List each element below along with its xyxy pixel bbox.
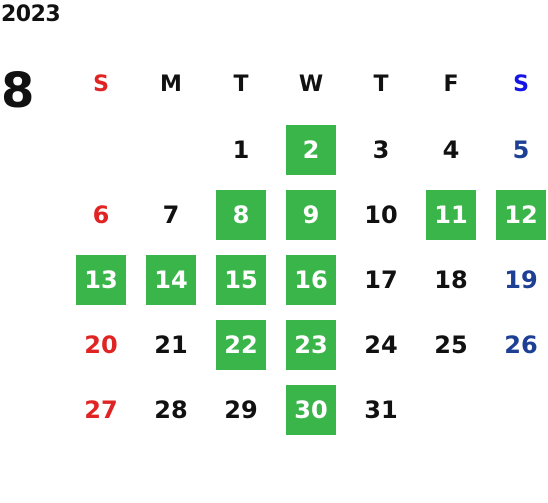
day-cell: 11 — [420, 184, 490, 249]
day-number: 20 — [84, 331, 118, 359]
weekday-wednesday: W — [298, 72, 324, 97]
empty-day — [426, 385, 476, 435]
day-cell: 22 — [210, 314, 280, 379]
weekday-saturday: S — [513, 72, 529, 97]
weekday-thursday: T — [373, 72, 389, 97]
weekday-monday: M — [160, 72, 182, 97]
day-number: 19 — [504, 266, 538, 294]
day-cell: 23 — [280, 314, 350, 379]
highlighted-day: 23 — [286, 320, 336, 370]
day-cell: 14 — [140, 249, 210, 314]
day-cell: 24 — [350, 314, 420, 379]
day-cell — [140, 119, 210, 184]
day-number: 25 — [434, 331, 468, 359]
day-cell: 1 — [210, 119, 280, 184]
day-cell: 5 — [490, 119, 548, 184]
day-number: 27 — [84, 396, 118, 424]
highlighted-day: 12 — [496, 190, 546, 240]
weekday-header-row: S M T W T F S — [70, 54, 548, 119]
weekday-friday: F — [443, 72, 459, 97]
day-cell: 18 — [420, 249, 490, 314]
day-cell: 2 — [280, 119, 350, 184]
day-number: 17 — [364, 266, 398, 294]
day-number: 24 — [364, 331, 398, 359]
year-label: 2023 — [1, 2, 61, 27]
day-number: 5 — [512, 136, 530, 164]
day-cell: 9 — [280, 184, 350, 249]
empty-day — [76, 125, 126, 175]
day-cell: 30 — [280, 379, 350, 444]
day-cell: 31 — [350, 379, 420, 444]
day-cell: 10 — [350, 184, 420, 249]
day-number: 26 — [504, 331, 538, 359]
highlighted-day: 9 — [286, 190, 336, 240]
day-cell: 21 — [140, 314, 210, 379]
day-cell: 7 — [140, 184, 210, 249]
empty-day — [496, 385, 546, 435]
week-row: 1 2 3 4 5 — [70, 119, 548, 184]
day-cell: 25 — [420, 314, 490, 379]
highlighted-day: 8 — [216, 190, 266, 240]
day-cell: 19 — [490, 249, 548, 314]
day-cell: 16 — [280, 249, 350, 314]
day-number: 21 — [154, 331, 188, 359]
day-cell: 15 — [210, 249, 280, 314]
day-cell: 3 — [350, 119, 420, 184]
day-cell: 12 — [490, 184, 548, 249]
weekday-tuesday: T — [233, 72, 249, 97]
highlighted-day: 11 — [426, 190, 476, 240]
day-number: 10 — [364, 201, 398, 229]
week-row: 27 28 29 30 31 — [70, 379, 548, 444]
day-number: 18 — [434, 266, 468, 294]
highlighted-day: 14 — [146, 255, 196, 305]
day-cell: 8 — [210, 184, 280, 249]
day-number: 6 — [92, 201, 110, 229]
day-number: 3 — [372, 136, 390, 164]
day-cell: 20 — [70, 314, 140, 379]
highlighted-day: 15 — [216, 255, 266, 305]
highlighted-day: 22 — [216, 320, 266, 370]
highlighted-day: 13 — [76, 255, 126, 305]
day-cell — [490, 379, 548, 444]
day-number: 4 — [442, 136, 460, 164]
day-number: 29 — [224, 396, 258, 424]
highlighted-day: 30 — [286, 385, 336, 435]
day-cell — [420, 379, 490, 444]
month-label: 8 — [1, 63, 35, 119]
empty-day — [146, 125, 196, 175]
day-cell: 17 — [350, 249, 420, 314]
day-number: 28 — [154, 396, 188, 424]
day-cell: 28 — [140, 379, 210, 444]
highlighted-day: 2 — [286, 125, 336, 175]
day-cell: 6 — [70, 184, 140, 249]
day-cell: 4 — [420, 119, 490, 184]
highlighted-day: 16 — [286, 255, 336, 305]
day-cell: 26 — [490, 314, 548, 379]
week-row: 20 21 22 23 24 25 26 — [70, 314, 548, 379]
day-number: 1 — [232, 136, 250, 164]
day-number: 7 — [162, 201, 180, 229]
day-number: 31 — [364, 396, 398, 424]
week-row: 13 14 15 16 17 18 19 — [70, 249, 548, 314]
weekday-sunday: S — [93, 72, 109, 97]
day-cell — [70, 119, 140, 184]
day-cell: 27 — [70, 379, 140, 444]
day-cell: 29 — [210, 379, 280, 444]
day-cell: 13 — [70, 249, 140, 314]
